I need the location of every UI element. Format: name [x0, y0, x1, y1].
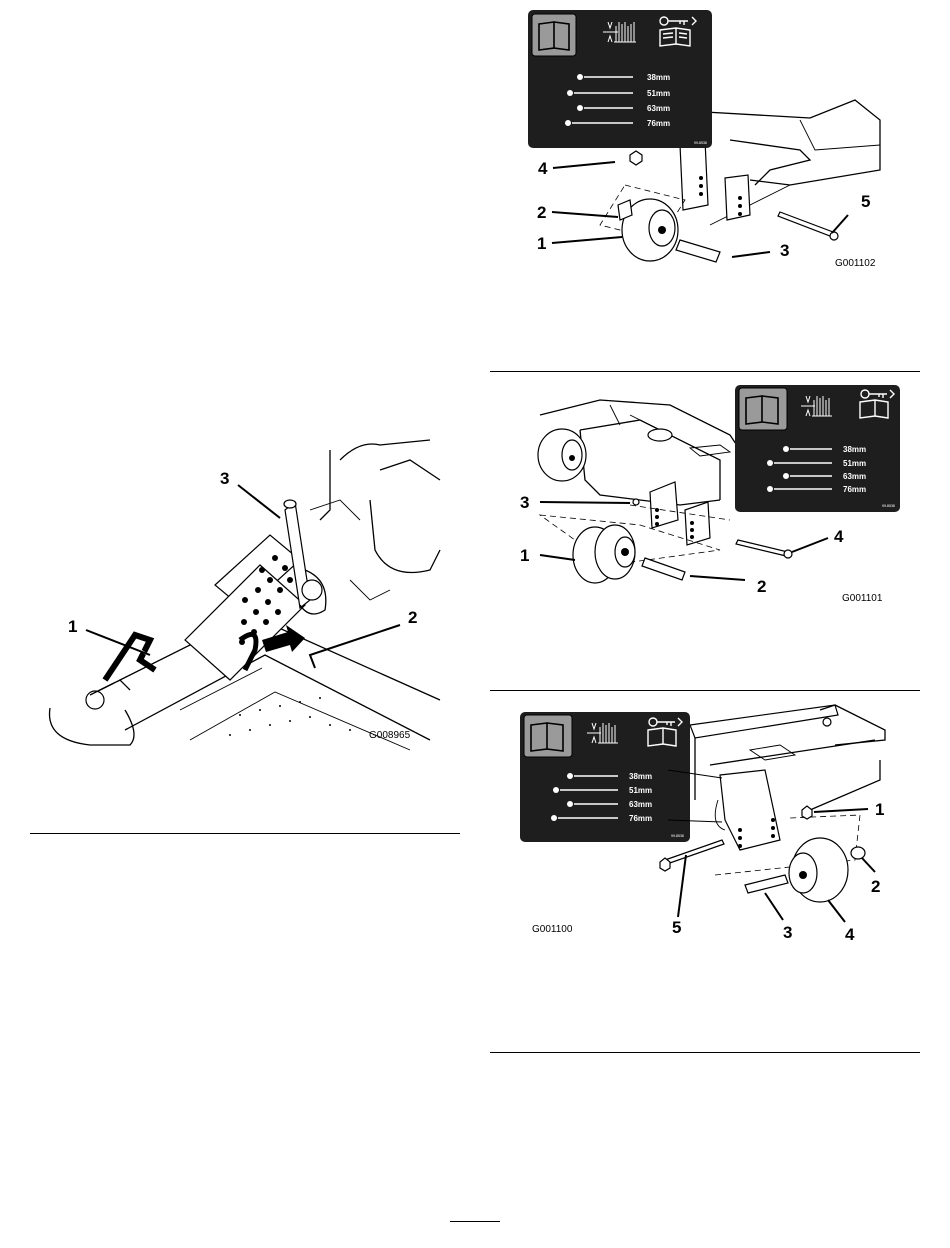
manual-book-icon	[539, 22, 569, 50]
figure-caster-wheel-rear: 38mm 51mm 63mm 76mm 99-8538 4 2 1 3 5 G0…	[490, 0, 920, 280]
figure-caster-wheel-front: 38mm 51mm 63mm 76mm 99-8538 3 1 2 4 G001…	[490, 380, 920, 610]
figure-height-of-cut-pedal: 1 2 3 G008965	[30, 440, 460, 760]
divider	[490, 371, 920, 372]
callout-3: 3	[520, 493, 529, 512]
callout-2: 2	[537, 203, 546, 222]
height-of-cut-decal: 38mm 51mm 63mm 76mm 99-8538	[735, 385, 900, 512]
manual-book-icon	[746, 396, 778, 424]
divider	[30, 833, 460, 834]
callout-3: 3	[783, 923, 792, 942]
figure-code: G008965	[369, 730, 411, 741]
illustration-mower-platform: 1 2 3 G008965	[30, 440, 460, 760]
figure-code: G001102	[835, 258, 876, 269]
callout-4: 4	[834, 527, 844, 546]
callout-1: 1	[520, 546, 529, 565]
height-of-cut-decal: 38mm 51mm 63mm 76mm 99-8538	[528, 10, 712, 148]
decal-height-63: 63mm	[647, 104, 670, 113]
decal-height-38: 38mm	[629, 772, 652, 781]
decal-code: 99-8538	[671, 834, 684, 838]
decal-height-38: 38mm	[647, 73, 670, 82]
decal-code: 99-8538	[694, 141, 707, 145]
figure-code: G001100	[532, 924, 573, 935]
callout-1: 1	[537, 234, 546, 253]
decal-height-76: 76mm	[647, 119, 670, 128]
callout-3: 3	[780, 241, 789, 260]
decal-height-63: 63mm	[629, 800, 652, 809]
decal-height-76: 76mm	[843, 485, 866, 494]
callout-4: 4	[538, 159, 548, 178]
decal-height-63: 63mm	[843, 472, 866, 481]
decal-height-51: 51mm	[647, 89, 670, 98]
figure-caster-wheel-side: 38mm 51mm 63mm 76mm 99-8538 1 2 3 4 5 G0…	[490, 700, 920, 950]
callout-3: 3	[220, 469, 229, 488]
decal-height-51: 51mm	[629, 786, 652, 795]
decal-height-38: 38mm	[843, 445, 866, 454]
page-number-rule	[450, 1221, 500, 1222]
decal-height-76: 76mm	[629, 814, 652, 823]
divider	[490, 1052, 920, 1053]
callout-5: 5	[861, 192, 870, 211]
divider	[490, 690, 920, 691]
callout-2: 2	[408, 608, 417, 627]
height-of-cut-decal: 38mm 51mm 63mm 76mm 99-8538	[520, 712, 690, 842]
callout-2: 2	[871, 877, 880, 896]
callout-1: 1	[875, 800, 884, 819]
decal-height-51: 51mm	[843, 459, 866, 468]
callout-1: 1	[68, 617, 77, 636]
figure-code: G001101	[842, 593, 883, 604]
manual-book-icon	[531, 723, 563, 751]
decal-code: 99-8538	[882, 504, 895, 508]
callout-5: 5	[672, 918, 681, 937]
callout-4: 4	[845, 925, 855, 944]
callout-2: 2	[757, 577, 766, 596]
